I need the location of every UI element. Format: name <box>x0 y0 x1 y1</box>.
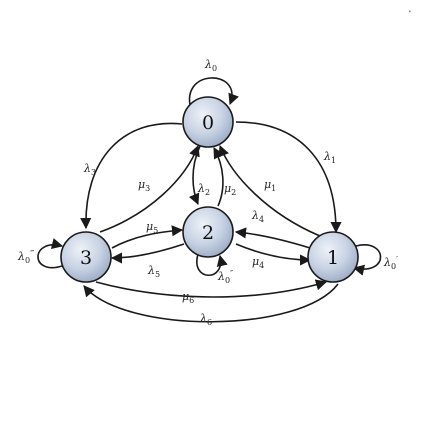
edge-3-1 <box>95 279 328 298</box>
label-e-2-0: μ2 <box>224 182 236 197</box>
label-e-2-1: μ4 <box>252 255 264 270</box>
corner-mark: • <box>408 9 412 16</box>
node-0: 0 <box>182 96 234 148</box>
label-e-3-0: μ3 <box>138 178 150 193</box>
edge-loop-2 <box>196 253 228 277</box>
label-e-1-0: μ1 <box>264 178 276 193</box>
edge-2-3 <box>110 243 185 264</box>
label-loop-3: λ0‴ <box>17 249 34 265</box>
edge-0-1 <box>235 121 342 234</box>
node-3-label: 3 <box>80 247 92 269</box>
label-loop-2: λ0″ <box>217 269 233 285</box>
edge-loop-1 <box>352 244 382 276</box>
edge-3-2 <box>111 225 184 249</box>
label-e-2-3: λ5 <box>147 264 160 279</box>
label-loop-0: λ0 <box>204 58 217 73</box>
edge-0-3 <box>80 122 183 230</box>
label-e-3-1: μ6 <box>182 290 194 305</box>
edge-loop-3 <box>37 238 64 269</box>
node-1-label: 1 <box>327 247 339 269</box>
label-e-0-3: λ3 <box>83 162 96 177</box>
edge-2-1 <box>235 243 312 266</box>
node-0-label: 0 <box>202 112 214 134</box>
label-e-0-1: λ1 <box>323 150 336 165</box>
label-e-1-2: λ4 <box>251 209 264 224</box>
edge-loop-0 <box>188 77 239 113</box>
edge-1-0 <box>218 144 321 237</box>
node-2-label: 2 <box>202 222 214 244</box>
node-1: 1 <box>307 231 359 283</box>
edge-1-2 <box>234 227 311 249</box>
label-e-1-3: λ6 <box>199 312 212 327</box>
edge-0-2 <box>188 145 201 206</box>
label-e-3-2: μ5 <box>146 220 158 235</box>
edge-2-0 <box>213 147 224 207</box>
node-2: 2 <box>182 206 234 258</box>
label-e-0-2: λ2 <box>197 182 210 197</box>
node-3: 3 <box>60 231 112 283</box>
edge-3-0 <box>99 144 200 233</box>
label-loop-1: λ0′ <box>383 255 398 271</box>
edge-1-3 <box>83 283 339 323</box>
